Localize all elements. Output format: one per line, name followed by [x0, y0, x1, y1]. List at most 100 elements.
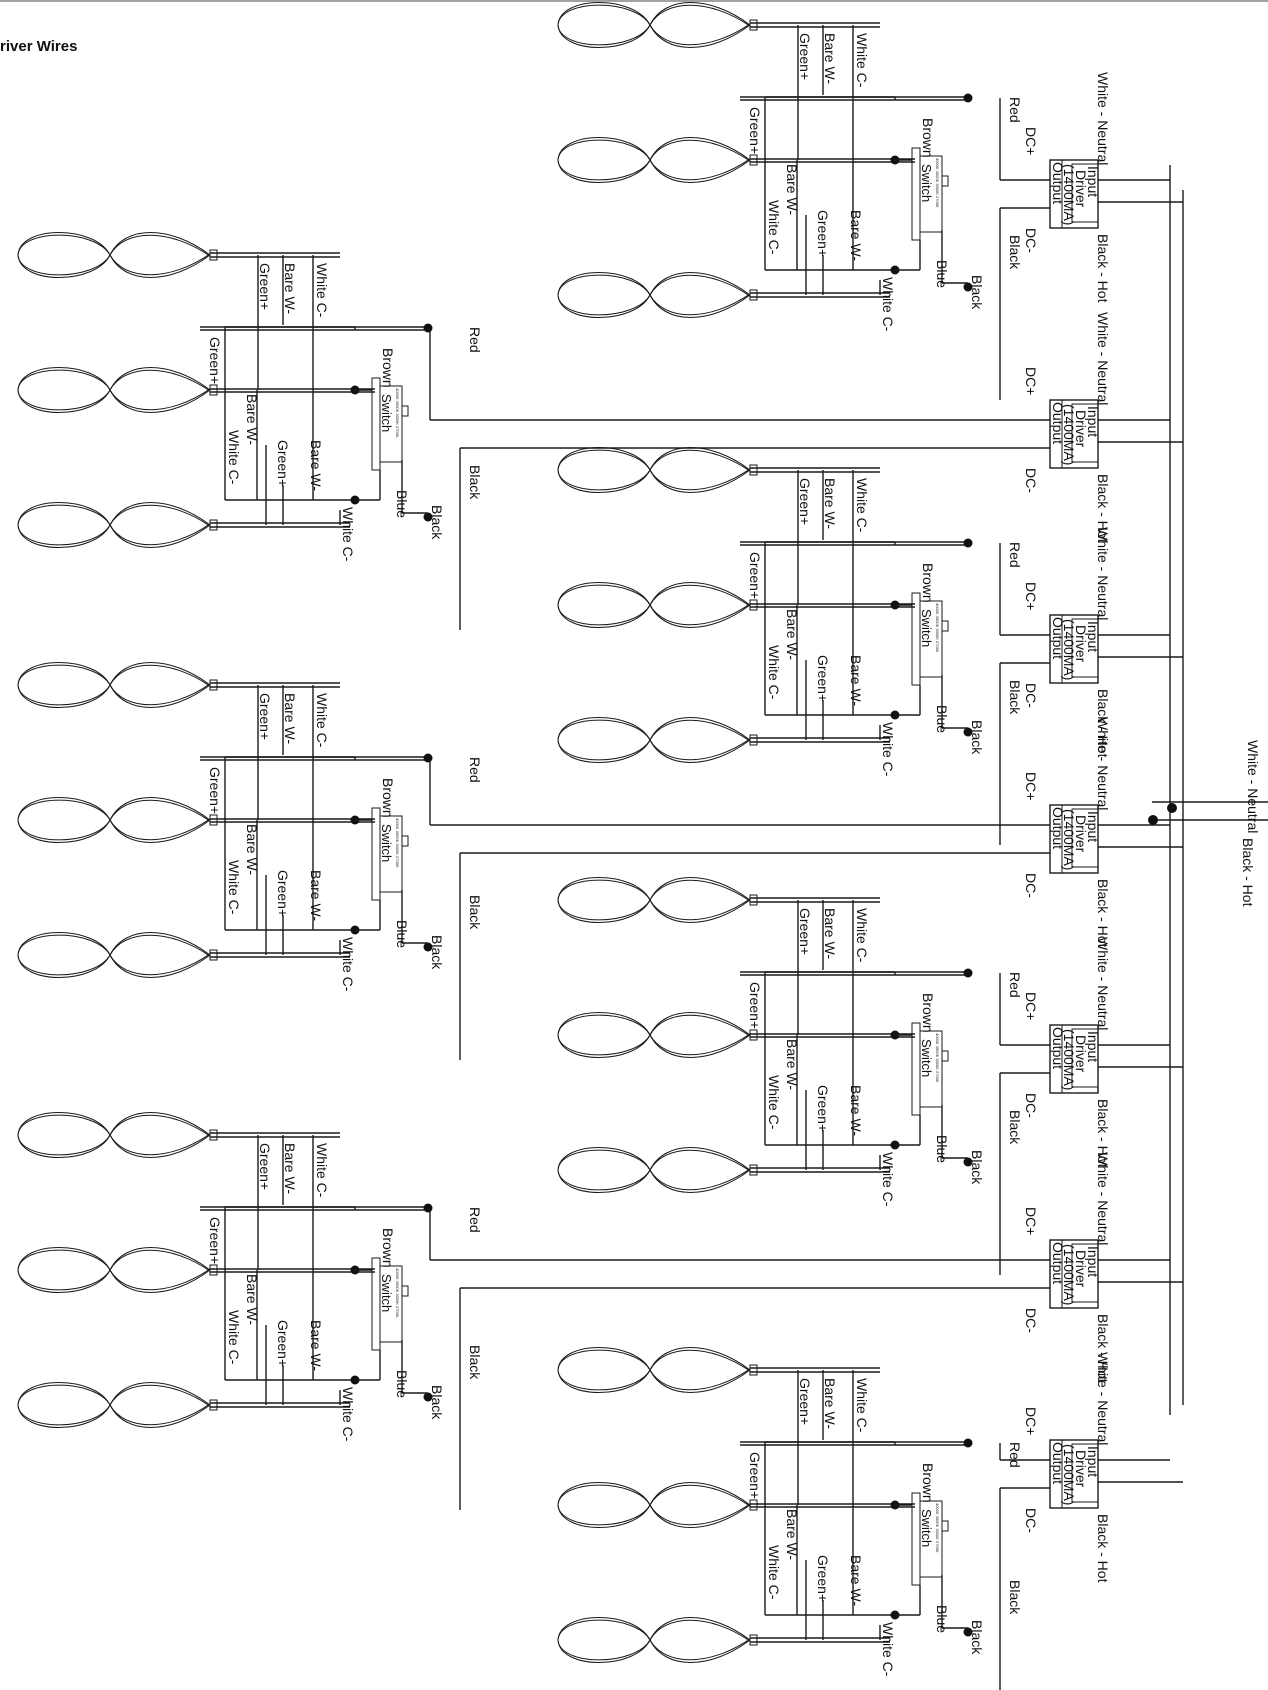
led-strip — [17, 232, 218, 278]
wire-label-bare: Bare W- — [822, 908, 838, 959]
wire-label-brown: Brown — [920, 118, 936, 158]
driver-name-label: Driver — [1073, 1250, 1089, 1288]
driver-name-label: Driver — [1073, 1450, 1089, 1488]
driver-black-hot-label: Black - Hot — [1095, 1514, 1111, 1583]
switch-values: 4000K 3500K 3000K 2700K — [935, 1503, 940, 1553]
led-strip — [557, 2, 758, 48]
led-strip — [557, 877, 758, 923]
junction-dot — [423, 1392, 433, 1402]
led-strip — [17, 502, 218, 548]
wire-label-bare: Bare W- — [848, 655, 864, 706]
driver-white-neutral-label: White - Neutral — [1095, 1352, 1111, 1445]
wire-label-bare: Bare W- — [282, 263, 298, 314]
wire-label-blue: Blue — [934, 1135, 950, 1163]
wire-label-green: Green+ — [747, 1452, 763, 1499]
main-black-hot-label: Black - Hot — [1240, 838, 1256, 907]
led-strip — [557, 272, 758, 318]
wire-label-bare: Bare W- — [308, 870, 324, 921]
dc-minus-label: DC- — [1023, 1093, 1039, 1118]
wire-label-black: Black — [969, 275, 985, 310]
switch-label: Switch — [919, 1509, 934, 1547]
wire-label-white: White C- — [226, 860, 242, 915]
led-strip — [17, 367, 218, 413]
wire-label-green: Green+ — [797, 33, 813, 80]
driver-output-label: Output — [1050, 807, 1066, 849]
switch-label: Switch — [379, 824, 394, 862]
dc-minus-label: DC- — [1023, 873, 1039, 898]
wire-label-blue: Blue — [934, 705, 950, 733]
driver-output-label: Output — [1050, 1242, 1066, 1284]
wire-label-green: Green+ — [257, 263, 273, 310]
wire-label-brown: Brown — [380, 1228, 396, 1268]
dc-plus-label: DC+ — [1023, 992, 1039, 1020]
driver-white-neutral-label: White - Neutral — [1095, 717, 1111, 810]
wire-label-green: Green+ — [815, 655, 831, 702]
wire-label-blue: Blue — [934, 1605, 950, 1633]
junction-dot — [963, 1157, 973, 1167]
wire-label-green: Green+ — [747, 552, 763, 599]
driver-output-label: Output — [1050, 1027, 1066, 1069]
wire-label-brown: Brown — [920, 563, 936, 603]
wire-label-bare: Bare W- — [784, 1039, 800, 1090]
wire-label-white: White C- — [314, 1143, 330, 1198]
wire-label-bare: Bare W- — [282, 693, 298, 744]
driver-black-hot-label: Black - Hot — [1095, 234, 1111, 303]
wire-label-red: Red — [467, 327, 483, 353]
switch-label: Switch — [919, 164, 934, 202]
led-strip — [557, 1347, 758, 1393]
wire-label-red: Red — [467, 1207, 483, 1233]
dc-plus-label: DC+ — [1023, 772, 1039, 800]
dc-plus-label: DC+ — [1023, 582, 1039, 610]
driver-output-label: Output — [1050, 402, 1066, 444]
wire-label-white: White C- — [340, 937, 356, 992]
dc-plus-label: DC+ — [1023, 367, 1039, 395]
driver-black-hot-label: Black - Hot — [1095, 474, 1111, 543]
switch-label: Switch — [919, 609, 934, 647]
wire-label-black: Black — [1007, 235, 1023, 270]
wire-label-green: Green+ — [207, 767, 223, 814]
wire-label-bare: Bare W- — [308, 440, 324, 491]
wire-label-green: Green+ — [275, 440, 291, 487]
wire-label-bare: Bare W- — [848, 210, 864, 261]
driver-name-label: Driver — [1073, 815, 1089, 853]
wire-label-green: Green+ — [815, 1085, 831, 1132]
wire-label-white: White C- — [854, 908, 870, 963]
driver-input-label: Input — [1085, 811, 1101, 842]
wire-label-bare: Bare W- — [784, 1509, 800, 1560]
driver-output-label: Output — [1050, 162, 1066, 204]
led-strip — [17, 1382, 218, 1428]
wire-label-bare: Bare W- — [308, 1320, 324, 1371]
junction-dot — [423, 1203, 433, 1213]
driver-rating-label: (1400MA) — [1061, 619, 1077, 680]
junction-dot — [963, 538, 973, 548]
driver-input-label: Input — [1085, 621, 1101, 652]
switch-label: Switch — [379, 1274, 394, 1312]
driver-input-label: Input — [1085, 1246, 1101, 1277]
wire-label-bare: Bare W- — [244, 1274, 260, 1325]
driver-name-label: Driver — [1073, 625, 1089, 663]
wire-label-black: Black — [429, 505, 445, 540]
junction-dot — [1167, 803, 1177, 813]
switch-values: 4000K 3500K 3000K 2700K — [935, 1033, 940, 1083]
main-white-neutral-label: White - Neutral — [1245, 740, 1261, 833]
wire-label-white: White C- — [340, 1387, 356, 1442]
junction-dot — [963, 727, 973, 737]
junction-dot — [1148, 815, 1158, 825]
driver-black-hot-label: Black - Hot — [1095, 1099, 1111, 1168]
driver-output-label: Output — [1050, 617, 1066, 659]
wire-label-black: Black — [969, 1620, 985, 1655]
junction-dot — [423, 512, 433, 522]
wire-label-white: White C- — [854, 33, 870, 88]
junction-dot — [423, 753, 433, 763]
wire-label-green: Green+ — [797, 908, 813, 955]
